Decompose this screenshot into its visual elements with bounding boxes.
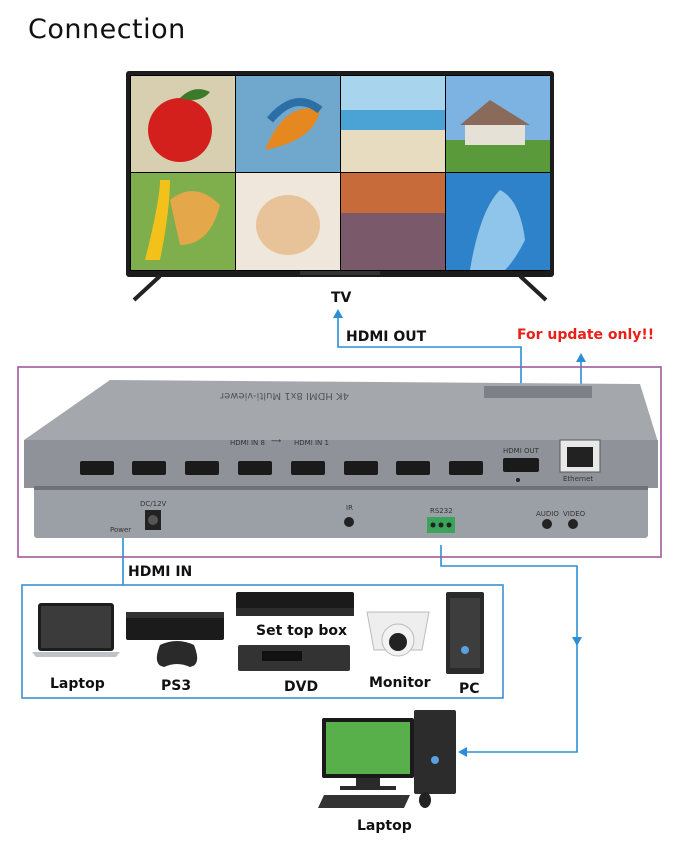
desktop-pc-icon: [318, 710, 456, 808]
pc-tower-icon: [446, 592, 484, 674]
source-label-dvd: DVD: [284, 679, 319, 695]
hdmi-in-label: HDMI IN: [128, 564, 193, 580]
tv-icon: [126, 71, 554, 302]
ethernet-port-label: Ethernet: [563, 475, 594, 483]
source-label-monitor: Monitor: [369, 675, 431, 691]
dc-label: DC/12V: [140, 500, 167, 508]
source-label-pc: PC: [459, 681, 480, 697]
source-label-laptop: Laptop: [50, 676, 105, 692]
port-range-right: HDMI IN 1: [294, 439, 329, 447]
dvd-icon: [238, 645, 350, 671]
camera-icon: [366, 611, 430, 657]
set-top-box-icon: [236, 592, 354, 616]
source-label-set-top-box: Set top box: [256, 623, 348, 639]
audio-label: AUDIO: [536, 510, 559, 518]
device-top-label: 4K HDMI 8x1 Multi-viewer: [220, 390, 349, 401]
arrow-icon: ⟶: [271, 437, 282, 445]
rs232-label: RS232: [430, 507, 453, 515]
page-title: Connection: [28, 14, 186, 45]
multiviewer-device: [24, 380, 658, 538]
port-range-left: HDMI IN 8: [230, 439, 265, 447]
tv-label: TV: [331, 290, 352, 306]
device-frame: [17, 366, 662, 558]
hdmi-out-port-label: HDMI OUT: [503, 447, 539, 455]
power-label: Power: [110, 526, 132, 534]
ir-label: IR: [346, 504, 353, 512]
update-label: For update only!!: [517, 327, 655, 343]
laptop-icon: [32, 603, 120, 657]
video-label: VIDEO: [563, 510, 586, 518]
source-label-ps3: PS3: [161, 678, 192, 694]
hdmi-out-label: HDMI OUT: [346, 329, 427, 345]
sources-frame: [21, 584, 504, 699]
control-pc-label: Laptop: [357, 818, 412, 834]
console-icon: [126, 612, 224, 667]
